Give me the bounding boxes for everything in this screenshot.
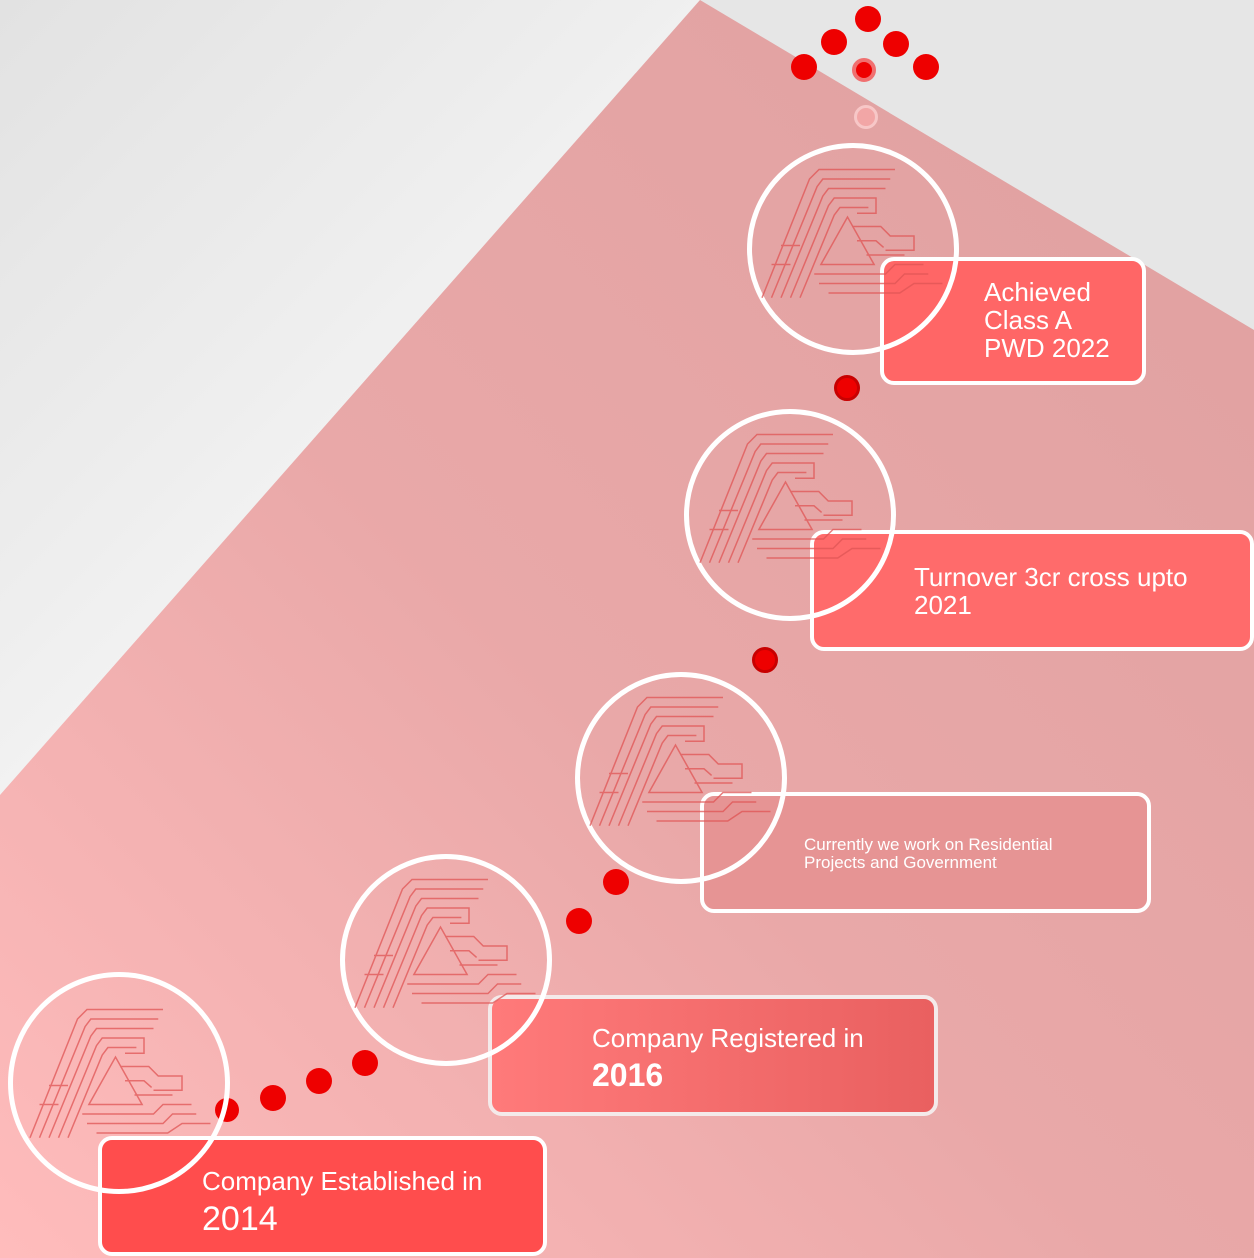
milestone-label: Class A [984,305,1073,335]
milestone-label: Company Established in [202,1166,483,1196]
milestone-ring [575,672,787,884]
milestone-label: Projects and Government [804,853,997,872]
connector-dot [752,647,778,673]
milestone-label: Currently we work on Residential [804,835,1053,854]
milestone-year: 2016 [592,1057,664,1093]
milestone-ring [747,143,959,355]
milestone-ring [340,854,552,1066]
milestone-label: PWD 2022 [984,333,1110,363]
connector-dot [834,375,860,401]
milestone-year: 2014 [202,1200,278,1238]
milestone-label: Turnover 3cr cross upto [914,562,1188,592]
milestone-ring [8,972,230,1194]
connector-dot [566,908,592,934]
connector-dot [260,1085,286,1111]
milestone-year: 2021 [914,590,972,620]
connector-dot [352,1050,378,1076]
milestone-label: Achieved [984,277,1091,307]
milestone-label: Company Registered in [592,1023,864,1053]
milestone-box-registered: Company Registered in 2016 [488,995,938,1116]
connector-dot [603,869,629,895]
milestone-ring [684,409,896,621]
connector-dot [306,1068,332,1094]
